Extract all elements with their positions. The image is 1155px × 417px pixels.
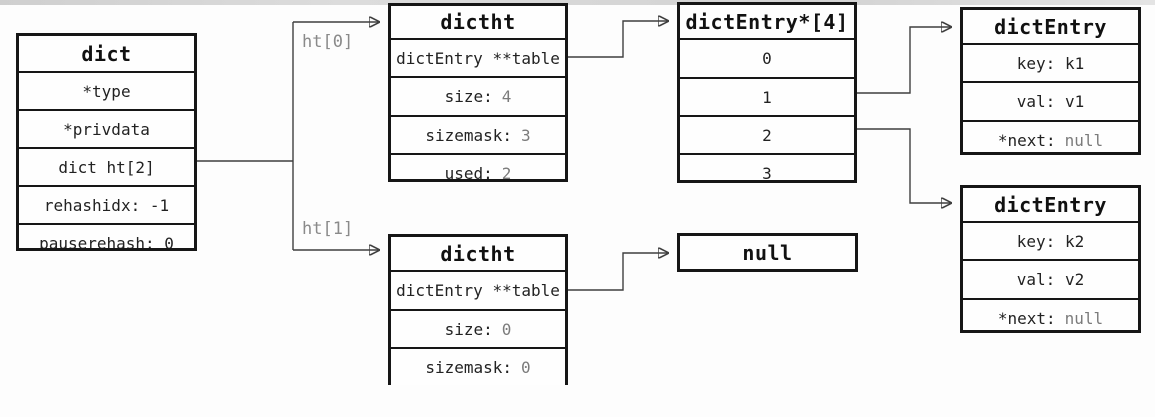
arrow-slot1-to-dictentry1 — [857, 27, 951, 94]
dictht0-row-size: size: 4 — [391, 76, 565, 115]
dictht1-row-table: dictEntry **table — [391, 270, 565, 309]
array-slot-0-label: 0 — [762, 49, 772, 68]
dict-row-type-label: *type — [82, 81, 131, 101]
dictentry2-title: dictEntry — [994, 192, 1107, 217]
dictentry2-row-val: val: v2 — [963, 259, 1138, 298]
dictentry2-row-val-label: val: v2 — [1016, 270, 1085, 289]
dictentry1-box: dictEntry key: k1 val: v1 *next: null — [960, 7, 1141, 155]
array-slot-2: 2 — [680, 115, 854, 153]
null-box-title: null — [742, 240, 793, 265]
dict-row-rehashidx-label: rehashidx: -1 — [43, 195, 170, 215]
dict-box: dict *type *privdata dict ht[2] rehashid… — [16, 33, 197, 251]
dictht0-row-table: dictEntry **table — [391, 38, 565, 76]
array-slot-0: 0 — [680, 38, 854, 77]
dictht1-row-size: size: 0 — [391, 309, 565, 347]
arrow-table1-to-null — [568, 253, 668, 291]
dict-row-ht-label: dict ht[2] — [58, 157, 155, 177]
dictentry1-row-next-value: null — [1064, 130, 1104, 150]
dictht1-row-sizemask: sizemask: 0 — [391, 347, 565, 385]
array-slot-1-label: 1 — [762, 87, 772, 107]
dictentry1-row-key: key: k1 — [963, 43, 1138, 81]
dict-row-pauserehash: pauserehash: 0 — [19, 223, 194, 251]
dictht1-row-sizemask-value: 0 — [521, 358, 531, 377]
dictht0-row-used-value: 2 — [501, 163, 512, 182]
dictht1-row-table-label: dictEntry **table — [396, 281, 560, 300]
dictentry2-row-key: key: k2 — [963, 221, 1138, 259]
dictentry1-row-next-label: *next: — [997, 130, 1056, 150]
arrow-table0-to-entry-array — [568, 21, 668, 58]
dictentry2-row-key-label: key: k2 — [1016, 231, 1085, 251]
dict-row-pauserehash-label: pauserehash: 0 — [39, 234, 174, 251]
arrow-slot2-to-dictentry2 — [857, 128, 951, 203]
dictentry1-row-next: *next: null — [963, 120, 1138, 152]
dictht1-box: dictht dictEntry **table size: 0 sizemas… — [388, 234, 568, 385]
dictentry-array-title: dictEntry*[4] — [685, 9, 849, 34]
dictht0-row-sizemask: sizemask: 3 — [391, 115, 565, 153]
dict-row-privdata-label: *privdata — [63, 119, 150, 139]
dictentry1-row-val-label: val: v1 — [1016, 92, 1085, 111]
dictentry2-box: dictEntry key: k2 val: v2 *next: null — [960, 185, 1141, 333]
dictht0-row-size-value: 4 — [501, 87, 512, 106]
dictht0-box: dictht dictEntry **table size: 4 sizemas… — [388, 3, 568, 182]
edge-label-ht0: ht[0] — [302, 32, 354, 52]
dictentry2-row-next: *next: null — [963, 298, 1138, 330]
dictentry2-row-next-label: *next: — [997, 308, 1056, 328]
dictht1-row-sizemask-label: sizemask: — [425, 358, 513, 377]
dictht0-row-sizemask-label: sizemask: — [425, 125, 513, 145]
dictht0-row-used: used: 2 — [391, 153, 565, 182]
dictentry-array-box: dictEntry*[4] 0 1 2 3 — [677, 2, 857, 183]
dictentry1-row-val: val: v1 — [963, 81, 1138, 120]
dictht1-box-title: dictht — [440, 241, 516, 266]
array-slot-3: 3 — [680, 153, 854, 183]
array-slot-3-label: 3 — [762, 163, 772, 183]
dict-row-ht: dict ht[2] — [19, 147, 194, 185]
top-edge-strip — [0, 0, 1155, 5]
dict-row-privdata: *privdata — [19, 109, 194, 147]
dictht0-row-table-label: dictEntry **table — [396, 48, 560, 68]
dictht1-row-size-value: 0 — [501, 319, 512, 339]
dict-row-type: *type — [19, 71, 194, 109]
dictentry1-title: dictEntry — [994, 14, 1107, 39]
dictht0-box-title: dictht — [440, 10, 516, 34]
array-slot-1: 1 — [680, 77, 854, 115]
dictentry2-row-next-value: null — [1064, 308, 1104, 328]
null-box: null — [677, 233, 858, 272]
dictht0-row-sizemask-value: 3 — [521, 125, 531, 145]
dict-box-title: dict — [81, 41, 132, 66]
array-slot-2-label: 2 — [762, 125, 772, 145]
dictht0-row-used-label: used: — [444, 163, 493, 182]
edge-label-ht1: ht[1] — [302, 219, 354, 239]
wire-dict-ht-junction — [197, 22, 294, 250]
dictht0-row-size-label: size: — [444, 87, 493, 106]
dict-row-rehashidx: rehashidx: -1 — [19, 185, 194, 223]
dictentry1-row-key-label: key: k1 — [1016, 53, 1085, 73]
dictht1-row-size-label: size: — [444, 319, 493, 339]
